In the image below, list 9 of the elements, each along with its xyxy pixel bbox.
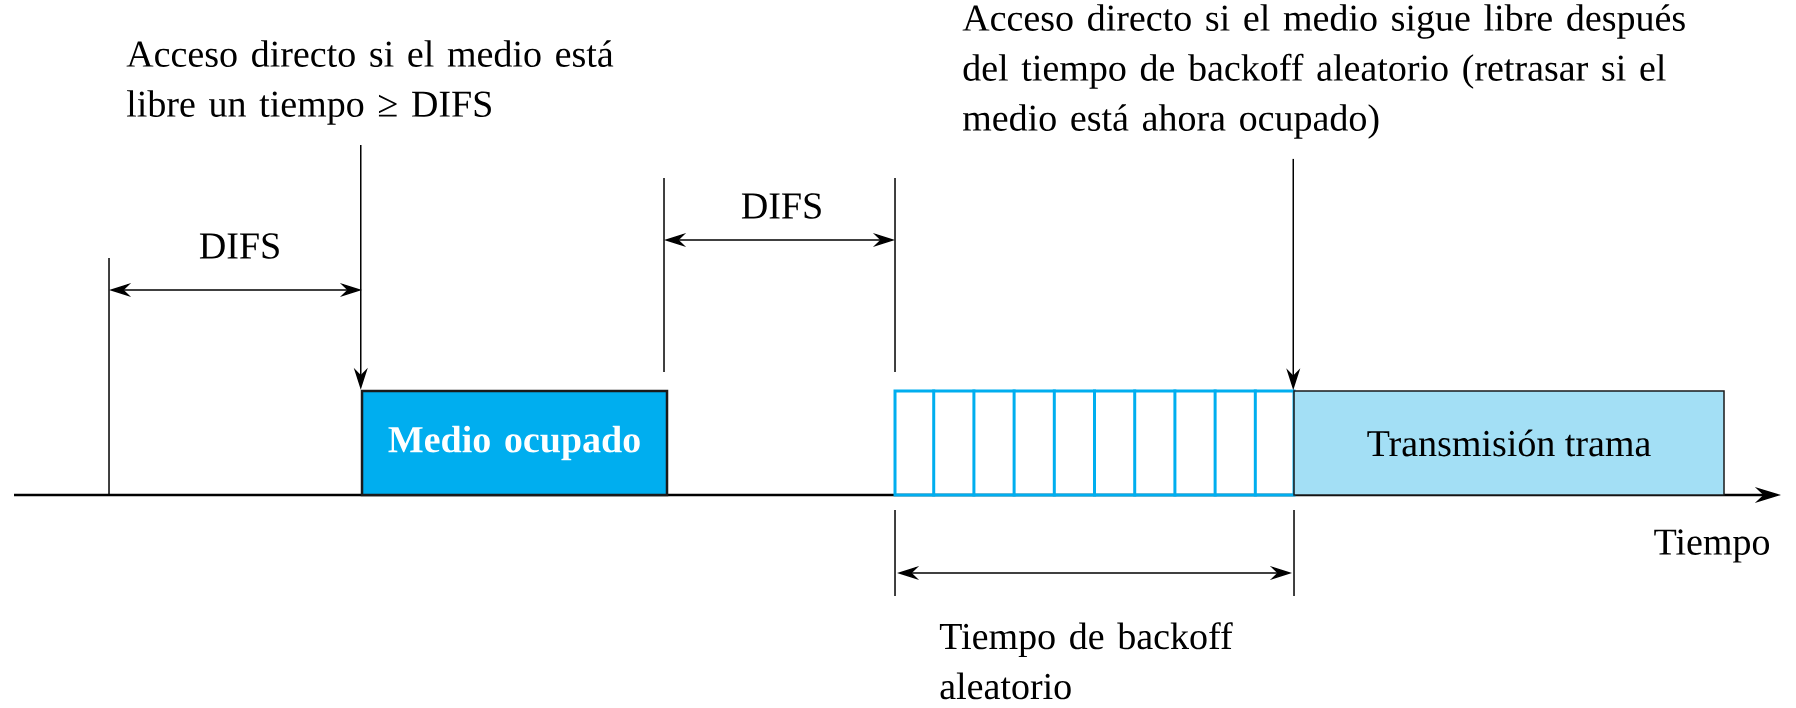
busy-medium-box: Medio ocupado bbox=[360, 389, 669, 497]
dimension-label: DIFS bbox=[199, 233, 279, 259]
transmission-box: Transmisión trama bbox=[1293, 390, 1725, 496]
annotation-text: Acceso directo si el medio está libre un tiempo ≥ DIFS bbox=[126, 40, 614, 125]
dimension-label: Tiempo de backoff aleatorio bbox=[939, 622, 1233, 700]
axis-label: Tiempo bbox=[1654, 529, 1769, 563]
dimension-label: DIFS bbox=[741, 193, 821, 219]
backoff-slots-box bbox=[893, 389, 1296, 497]
annotation-text: Acceso directo si el medio sigue libre después del tiempo de backoff aleatorio (retrasar si el medio está ahora ocupado) bbox=[962, 4, 1685, 139]
